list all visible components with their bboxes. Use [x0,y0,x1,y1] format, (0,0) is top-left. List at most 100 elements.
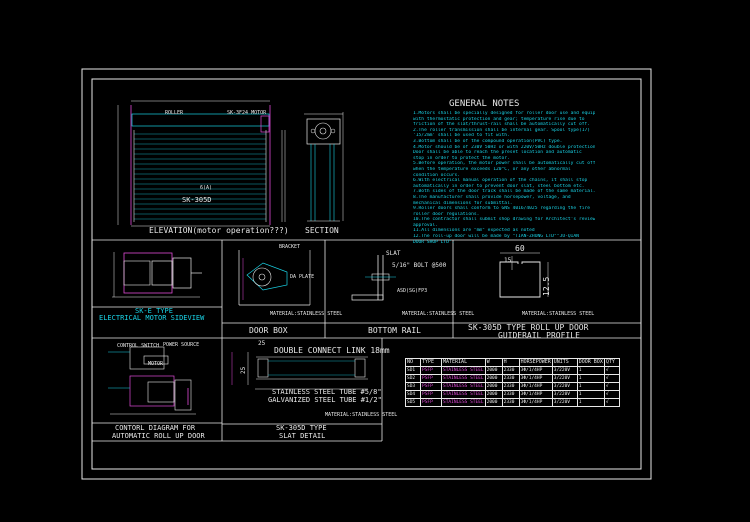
general-note-line: 11.All dimensions are "mm" expected as n… [413,228,535,234]
inner-border [91,78,642,470]
guiderail-dim-top: 60 [515,244,525,253]
elevation-roller-label: ROLLER [165,110,184,116]
slat-title-2: SLAT DETAIL [279,432,326,440]
general-note-line: condition occurs. [413,172,461,178]
schedule-header-cell: NO [405,358,421,367]
schedule-cell: 3Φ/1/4HP [518,390,553,399]
slat-link-label: DOUBLE CONNECT LINK 18mm [274,346,390,355]
schedule-cell: √ [603,390,620,399]
schedule-cell: SD1 [405,366,421,375]
guiderail-drawing [499,252,549,298]
schedule-cell: 3Φ/1/4HP [518,366,553,375]
general-note-line: 8.The manufacturer shall provide horsepo… [413,194,571,200]
schedule-cell: 2330 [501,382,520,391]
general-note-line: 10.The contractor shall submit shop draw… [413,217,595,223]
general-note-line: 5.Before operation, the motor power shal… [413,161,595,167]
schedule-header-cell: H [501,358,520,367]
elevation-drawing [117,100,286,227]
schedule-header-cell: MATERIAL [441,358,486,367]
bottom-rail-title: BOTTOM RAIL [368,326,421,335]
control-source-label: POWER SOURCE [163,342,200,348]
schedule-cell: PSFP [420,366,442,375]
schedule-cell: √ [603,366,620,375]
schedule-cell: PSFP [420,374,442,383]
schedule-cell: SD5 [405,398,421,407]
general-note-line: automatically in order to prevent door s… [413,183,585,189]
general-note-line: 1.Motors shall be specially designed for… [413,111,595,116]
general-note-line: Door shall be able to reach the preset l… [413,150,582,156]
schedule-header-cell: TYPE [420,358,442,367]
sk-e-title-1: SK-E TYPE [135,307,173,315]
general-note-line: 7.Both sides of the door track shall be … [413,189,595,195]
schedule-header-cell: W [484,358,503,367]
schedule-cell: STAINLESS STEEL [441,398,486,407]
schedule-cell: 3/220V [551,398,578,407]
elevation-motor-label: SK-3F24 MOTOR [227,110,267,116]
elevation-code-label: 6(A) [200,185,213,191]
elevation-title: ELEVATION(motor operation???) [149,226,289,235]
general-note-line: stop in order to protect the motor. [413,155,510,161]
schedule-cell: 3Φ/1/4HP [518,374,553,383]
control-drawing [108,346,196,415]
sk-e-drawing [112,252,202,298]
schedule-cell: 2330 [501,398,520,407]
general-note-line: 6.With electrical manual operation of th… [413,178,588,184]
bottom-rail-steel-label: ASD(SG)FP3 [397,288,428,294]
schedule-cell: 1 [576,398,605,407]
panel-grid [92,239,641,442]
general-note-line: '15/2mm' shall be used to fit with. [413,133,510,139]
general-note-line: 3.Bottom shall be of the compound operat… [413,138,563,144]
door-box-drawing [238,250,311,306]
schedule-cell: 1 [576,390,605,399]
schedule-cell: SD2 [405,374,421,383]
general-notes-title: GENERAL NOTES [449,99,520,109]
guiderail-dim-left: 15 [504,257,512,264]
bottom-rail-drawing [351,255,396,301]
schedule-cell: √ [603,382,620,391]
section-drawing [304,112,344,222]
schedule-cell: STAINLESS STEEL [441,374,486,383]
slat-tube2-label: GALVANIZED STEEL TUBE #1/2" [268,396,382,404]
schedule-cell: 1 [576,382,605,391]
general-note-line: friction of the slat/thrust-rail shall b… [413,122,591,128]
schedule-cell: PSFP [420,382,442,391]
schedule-cell: 1 [576,366,605,375]
schedule-cell: √ [603,398,620,407]
sk-e-title-2: ELECTRICAL MOTOR SIDEVIEW [99,314,205,322]
slat-material-label: MATERIAL:STAINLESS STEEL [325,412,398,418]
schedule-cell: 2330 [501,366,520,375]
schedule-cell: 3/220V [551,382,578,391]
control-title-2: AUTOMATIC ROLL UP DOOR [112,432,205,440]
schedule-cell: 2000 [484,366,503,375]
guiderail-title-1: SK-305D TYPE ROLL UP DOOR [468,323,589,332]
general-note-line: mechanical dimensions for submittal. [413,200,513,206]
schedule-header-cell: HORSEPOWER [518,358,553,367]
door-box-plate-label: DA PLATE [290,274,315,280]
guiderail-title-2: GUIDERAIL PROFILE [498,331,580,340]
schedule-cell: 2330 [501,390,520,399]
schedule-cell: SD4 [405,390,421,399]
schedule-header-cell: QTY [603,358,620,367]
door-box-material-label: MATERIAL:STAINLESS STEEL [270,311,343,317]
slat-tube1-label: STAINLESS STEEL TUBE #5/8" [272,388,382,396]
schedule-cell: 1 [576,374,605,383]
general-notes-list: 1.Motors shall be specially designed for… [413,111,595,245]
schedule-header-cell: UNITS [551,358,578,367]
general-note-line: when the temperature exceeds 120°C, or a… [413,166,571,172]
general-note-line: 4.Motor should be of 230V 50Hz or with 2… [413,144,595,150]
bottom-rail-material-label: MATERIAL:STAINLESS STEEL [402,311,475,317]
schedule-cell: 3Φ/1/4HP [518,382,553,391]
schedule-cell: STAINLESS STEEL [441,390,486,399]
general-note-line: 9.Roller doors shall conform to GNS 4016… [413,206,591,212]
general-note-line: 2.The roller transmission shall be inter… [413,127,591,133]
schedule-cell: 3/220V [551,374,578,383]
guiderail-material-label: MATERIAL:STAINLESS STEEL [522,311,595,317]
section-title: SECTION [305,226,339,235]
door-box-title: DOOR BOX [249,326,288,335]
schedule-cell: 2000 [484,382,503,391]
